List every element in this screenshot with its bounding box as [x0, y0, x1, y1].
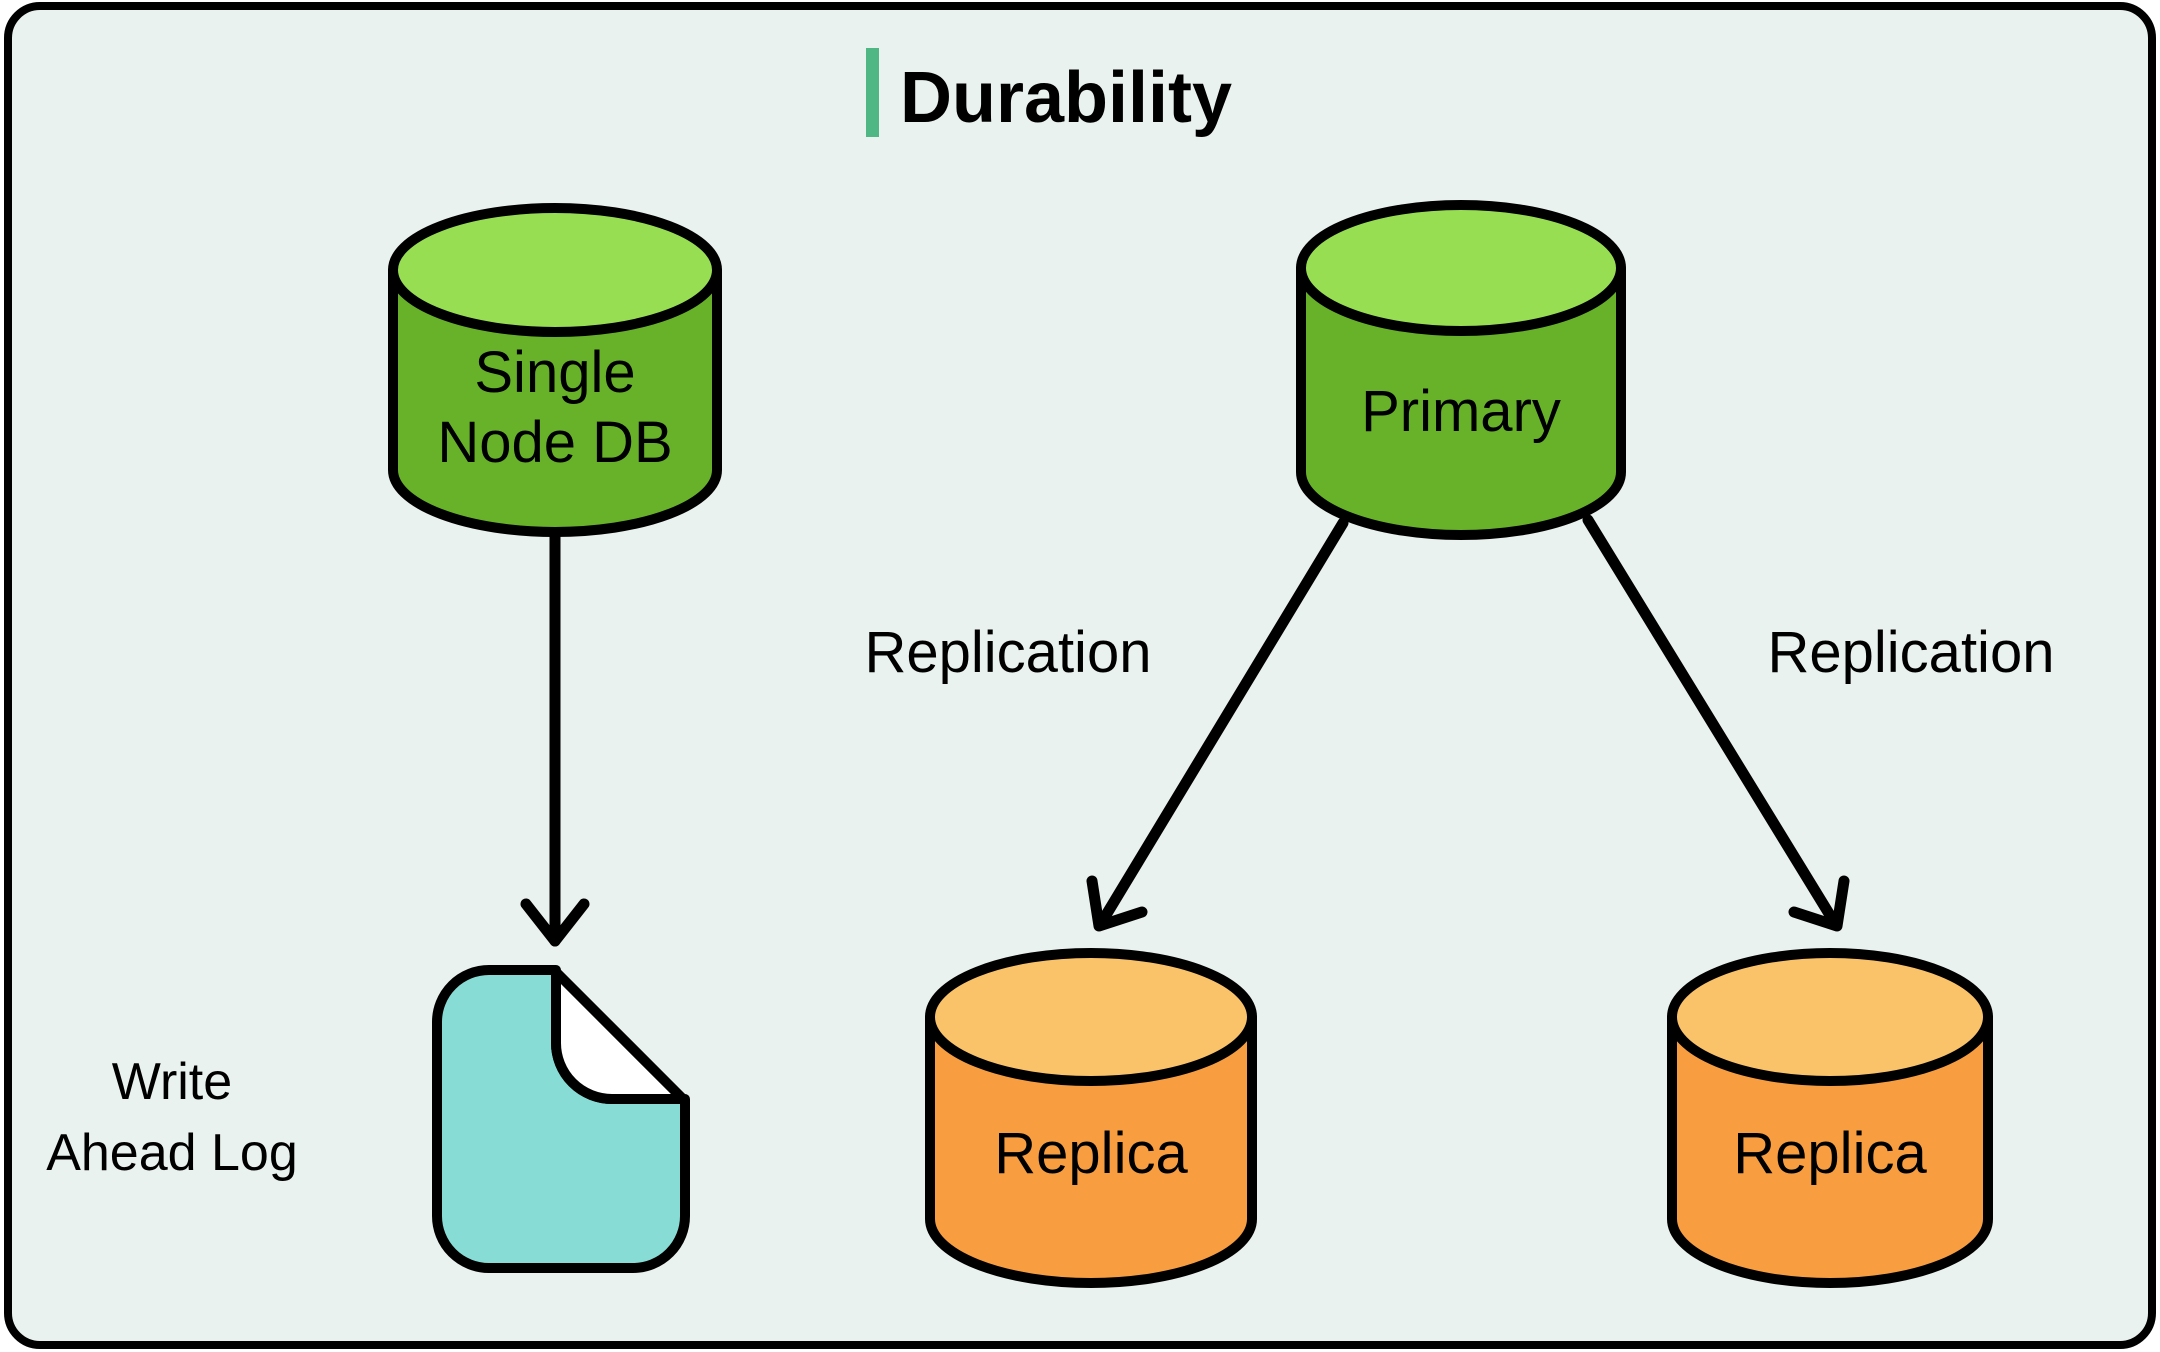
- page-title: Durability: [900, 58, 1232, 138]
- database-cylinder-body: [925, 1012, 1257, 1288]
- database-cylinder-top: [388, 203, 722, 337]
- replication-arrow-right: [1582, 514, 1850, 932]
- single-node-db-label-line1: Single: [474, 340, 635, 405]
- wal-label-line2: Ahead Log: [46, 1124, 298, 1182]
- database-cylinder-body: [1296, 263, 1626, 540]
- primary-cylinder: Primary: [1296, 200, 1626, 540]
- primary-label: Primary: [1361, 379, 1561, 444]
- database-cylinder-top: [925, 948, 1257, 1086]
- replication-label-left: Replication: [865, 620, 1152, 685]
- wal-arrowhead: [520, 898, 590, 947]
- wal-label-line1: Write: [112, 1053, 232, 1111]
- replica-right-cylinder: Replica: [1667, 948, 1993, 1288]
- replication-arrow-shaft: [1582, 514, 1842, 931]
- write-ahead-log-document-icon: [432, 965, 690, 1273]
- database-cylinder-body: [1667, 1012, 1993, 1288]
- replication-arrow-shaft: [1094, 517, 1349, 931]
- title-accent-bar: [866, 48, 879, 137]
- replication-label-right: Replication: [1768, 620, 2055, 685]
- replica-left-label: Replica: [994, 1121, 1188, 1186]
- replication-arrowhead: [1086, 875, 1148, 932]
- single-node-db-label-line2: Node DB: [437, 410, 672, 475]
- single-node-db-cylinder: Single Node DB: [388, 203, 722, 537]
- replica-left-cylinder: Replica: [925, 948, 1257, 1288]
- diagram-header: Durability: [866, 48, 1232, 138]
- replication-arrowhead: [1788, 875, 1850, 932]
- replication-arrow-left: [1086, 517, 1349, 932]
- document-folded-corner: [551, 967, 688, 1104]
- database-cylinder-top: [1667, 948, 1993, 1086]
- wal-arrow: [520, 531, 590, 947]
- write-ahead-log-label: Write Ahead Log: [46, 1053, 298, 1182]
- database-cylinder-body: [388, 265, 722, 537]
- replica-right-label: Replica: [1733, 1121, 1927, 1186]
- database-cylinder-top: [1296, 200, 1626, 336]
